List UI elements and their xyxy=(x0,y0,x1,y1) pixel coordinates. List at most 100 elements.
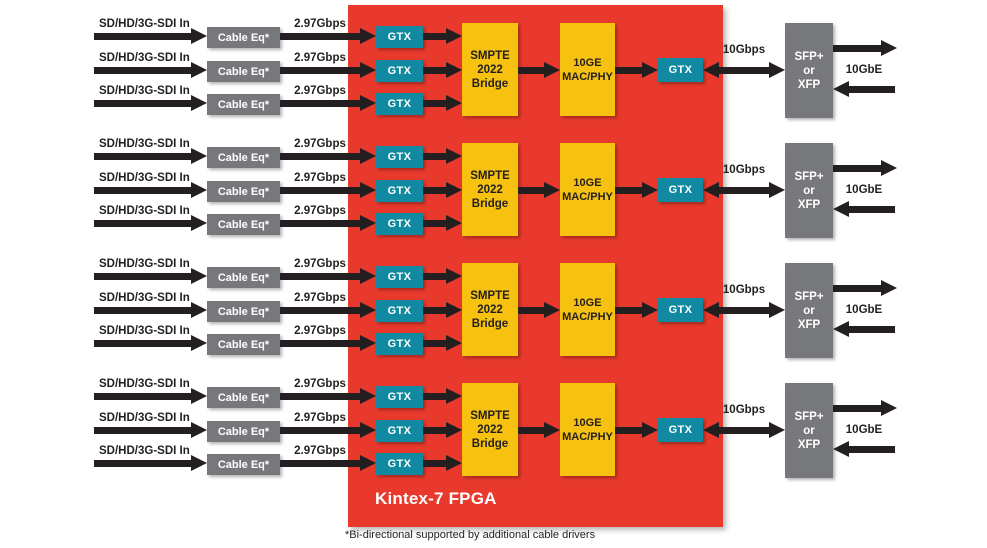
gtx-label: GTX xyxy=(668,304,693,316)
arrow-head-icon xyxy=(191,62,207,78)
gtx-out-block: GTX xyxy=(658,58,703,82)
arrow-shaft xyxy=(833,404,881,412)
ethernet-in-arrow xyxy=(833,201,895,217)
rate-label: 2.97Gbps xyxy=(294,138,346,150)
arrow-shaft xyxy=(849,325,895,333)
cable-eq-block: Cable Eq* xyxy=(207,421,280,442)
arrow-shaft xyxy=(280,426,360,434)
rate-label: 2.97Gbps xyxy=(294,412,346,424)
mac-gtx-arrow xyxy=(615,182,658,198)
sfp-label-line: SFP+ xyxy=(794,50,824,63)
arrow-head-icon xyxy=(191,215,207,231)
arrow-head-icon xyxy=(191,455,207,471)
gtx-label: GTX xyxy=(668,184,693,196)
gtx-label: GTX xyxy=(668,64,693,76)
arrow-head-icon xyxy=(703,302,719,318)
arrow-shaft xyxy=(94,339,191,347)
arrow-head-icon xyxy=(360,148,376,164)
gtx-block: GTX xyxy=(376,26,423,48)
rate-label: 2.97Gbps xyxy=(294,52,346,64)
cable-eq-block: Cable Eq* xyxy=(207,334,280,355)
sdi-input-label: SD/HD/3G-SDI In xyxy=(99,412,190,424)
gtx-bridge-arrow xyxy=(423,335,462,351)
sdi-input-arrow xyxy=(94,148,207,164)
arrow-shaft xyxy=(423,339,446,347)
gtx-block: GTX xyxy=(376,386,423,408)
fpga-label: Kintex-7 FPGA xyxy=(375,489,497,508)
link-rate-label: 10Gbps xyxy=(722,44,766,56)
arrow-shaft xyxy=(280,32,360,40)
arrow-shaft xyxy=(94,219,191,227)
arrow-head-icon xyxy=(446,268,462,284)
arrow-shaft xyxy=(423,272,446,280)
arrow-head-icon xyxy=(833,441,849,457)
arrow-shaft xyxy=(423,32,446,40)
gtx-out-block: GTX xyxy=(658,418,703,442)
sdi-input-arrow xyxy=(94,28,207,44)
cable-eq-label: Cable Eq* xyxy=(217,425,270,438)
arrow-head-icon xyxy=(360,422,376,438)
gtx-label: GTX xyxy=(387,31,412,43)
arrow-shaft xyxy=(94,186,191,194)
sdi-input-arrow xyxy=(94,455,207,471)
bridge-label-line: SMPTE xyxy=(470,289,510,302)
sfp-label-line: or xyxy=(803,304,815,317)
arrow-head-icon xyxy=(360,182,376,198)
sdi-input-label: SD/HD/3G-SDI In xyxy=(99,172,190,184)
eq-gtx-arrow xyxy=(280,422,376,438)
arrow-head-icon xyxy=(191,388,207,404)
arrow-shaft xyxy=(94,306,191,314)
gtx-label: GTX xyxy=(387,98,412,110)
arrow-shaft xyxy=(94,426,191,434)
arrow-shaft xyxy=(280,392,360,400)
sdi-input-arrow xyxy=(94,215,207,231)
arrow-shaft xyxy=(280,99,360,107)
arrow-shaft xyxy=(94,392,191,400)
arrow-shaft xyxy=(280,306,360,314)
bridge-mac-arrow xyxy=(518,302,560,318)
arrow-shaft xyxy=(94,272,191,280)
rate-label: 2.97Gbps xyxy=(294,85,346,97)
ethernet-out-arrow xyxy=(833,280,897,296)
gtx-label: GTX xyxy=(387,65,412,77)
arrow-head-icon xyxy=(191,148,207,164)
arrow-head-icon xyxy=(446,28,462,44)
gtx-label: GTX xyxy=(387,338,412,350)
bridge-label-line: Bridge xyxy=(471,77,509,90)
bridge-mac-arrow xyxy=(518,62,560,78)
arrow-head-icon xyxy=(881,160,897,176)
arrow-head-icon xyxy=(446,215,462,231)
cable-eq-block: Cable Eq* xyxy=(207,454,280,475)
arrow-head-icon xyxy=(881,40,897,56)
arrow-head-icon xyxy=(544,422,560,438)
ethernet-in-arrow xyxy=(833,441,895,457)
gtx-label: GTX xyxy=(387,305,412,317)
mac-label-line: 10GE xyxy=(573,176,602,189)
sfp-label-line: XFP xyxy=(797,318,821,331)
gtx-block: GTX xyxy=(376,266,423,288)
arrow-shaft xyxy=(94,66,191,74)
cable-eq-label: Cable Eq* xyxy=(217,185,270,198)
bridge-label-line: Bridge xyxy=(471,437,509,450)
sdi-input-arrow xyxy=(94,388,207,404)
arrow-shaft xyxy=(719,66,769,74)
bridge-label-line: SMPTE xyxy=(470,49,510,62)
sfp-module-block: SFP+ or XFP xyxy=(785,143,833,238)
sdi-input-label: SD/HD/3G-SDI In xyxy=(99,138,190,150)
bridge-label-line: Bridge xyxy=(471,197,509,210)
sdi-input-arrow xyxy=(94,268,207,284)
gtx-label: GTX xyxy=(387,218,412,230)
cable-eq-label: Cable Eq* xyxy=(217,271,270,284)
sdi-input-label: SD/HD/3G-SDI In xyxy=(99,52,190,64)
arrow-shaft xyxy=(518,426,544,434)
ethernet-out-arrow xyxy=(833,400,897,416)
arrow-head-icon xyxy=(446,302,462,318)
arrow-shaft xyxy=(94,32,191,40)
gtx-block: GTX xyxy=(376,300,423,322)
arrow-shaft xyxy=(280,272,360,280)
arrow-shaft xyxy=(94,152,191,160)
sfp-module-block: SFP+ or XFP xyxy=(785,263,833,358)
cable-eq-block: Cable Eq* xyxy=(207,181,280,202)
arrow-head-icon xyxy=(360,215,376,231)
